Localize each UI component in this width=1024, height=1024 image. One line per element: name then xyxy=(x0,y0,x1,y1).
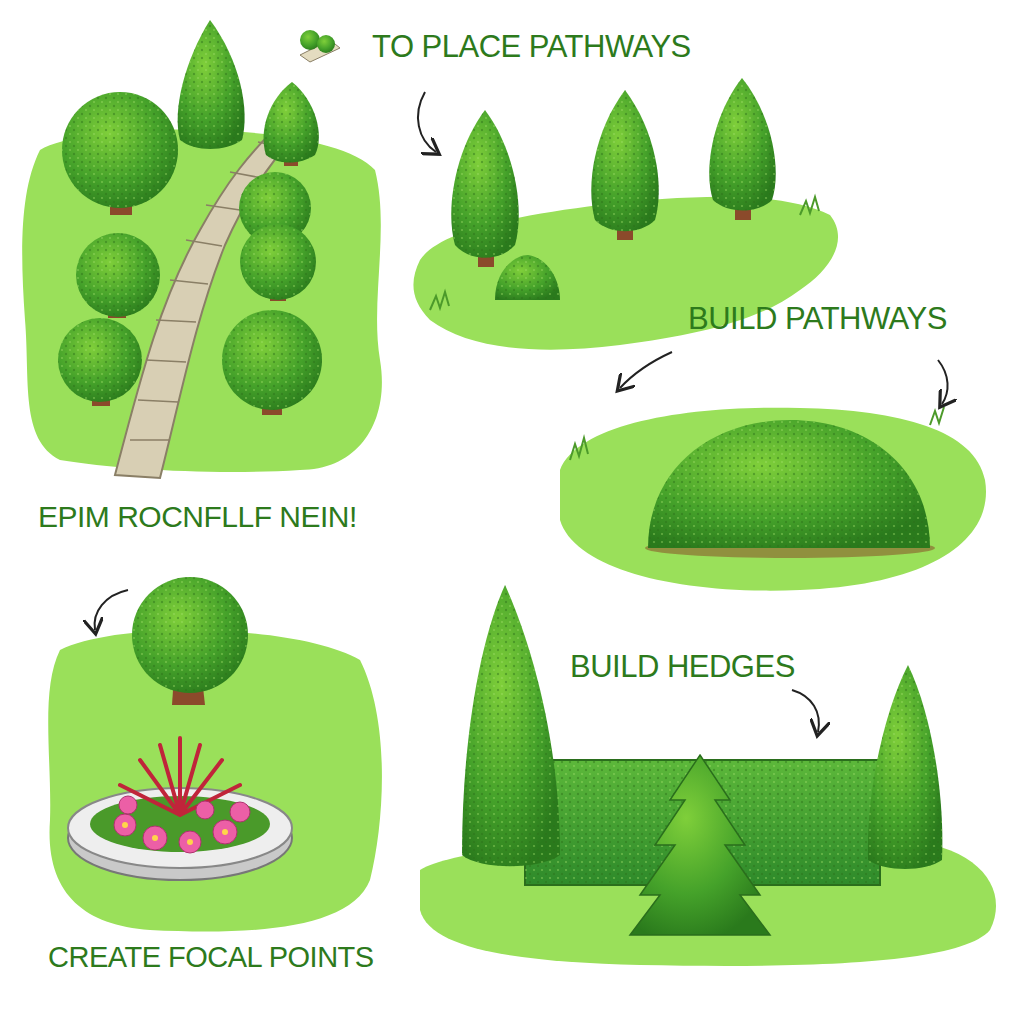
pathway-panel xyxy=(22,20,382,478)
cone-tree-panel-part xyxy=(451,110,519,258)
cone-tree-panel-part xyxy=(495,255,560,300)
focal-point-panel-part-part xyxy=(122,822,128,828)
pathway-panel-part-part xyxy=(58,318,142,402)
focal-point-panel-part-part xyxy=(222,829,228,835)
leader-arrow-part xyxy=(938,360,948,404)
panel-label: CREATE FOCAL POINTS xyxy=(48,942,374,974)
focal-point-panel-part xyxy=(132,577,248,693)
hedge-panel-part xyxy=(868,665,943,869)
pathway-panel-part xyxy=(317,35,335,53)
leader-arrow xyxy=(95,92,948,732)
hedge-panel-part xyxy=(462,585,560,866)
pathway-panel-part-part xyxy=(76,233,160,317)
focal-point-panel-part-part xyxy=(213,820,237,844)
focal-point-panel-part xyxy=(132,577,248,693)
cone-tree-panel-part xyxy=(591,90,659,231)
focal-point-panel-part-part xyxy=(114,814,136,836)
dome-shrub-panel-part xyxy=(648,420,930,548)
leader-arrow-part xyxy=(95,590,128,630)
leader-arrow-part xyxy=(418,92,436,152)
cone-tree-panel-part xyxy=(591,90,659,231)
pathway-panel-part-part xyxy=(178,20,245,149)
pathway-panel-part-part xyxy=(76,233,160,317)
pathway-panel-part-part xyxy=(62,92,178,208)
hedge-panel xyxy=(420,585,996,966)
focal-point-panel-part-part xyxy=(179,831,201,853)
focal-point-panel-part-part xyxy=(187,839,193,845)
pathway-panel-part-part xyxy=(178,20,245,149)
hedge-panel-part xyxy=(630,755,770,935)
hedge-panel-part xyxy=(462,585,560,866)
focal-point-panel-part-part xyxy=(196,801,214,819)
focal-point-panel-part xyxy=(114,796,250,853)
focal-point-panel-part-part xyxy=(152,835,158,841)
focal-point-panel-part xyxy=(122,822,228,845)
pathway-panel-part-part xyxy=(222,310,322,410)
cone-tree-panel-part xyxy=(709,78,776,211)
panel-label: BUILD HEDGES xyxy=(570,650,795,684)
panel-label: EPIM ROCNFLLF NEIN! xyxy=(38,500,357,533)
pathway-panel-part-part xyxy=(240,224,316,300)
focal-point-panel-part-part xyxy=(230,802,250,822)
dome-shrub-panel-part xyxy=(648,420,930,548)
pathway-panel-part-part xyxy=(264,82,319,163)
pathway-panel-part-part xyxy=(58,318,142,402)
cone-tree-panel-part xyxy=(495,255,560,300)
leader-arrow-part xyxy=(620,352,672,388)
leader-arrow-part xyxy=(792,690,819,732)
pathway-panel-part-part xyxy=(264,82,319,163)
panel-label: BUILD PATHWAYS xyxy=(688,302,947,336)
pathway-panel-part xyxy=(58,20,322,415)
panel-label: TO PLACE PATHWAYS xyxy=(372,30,691,64)
dome-shrub-panel xyxy=(560,407,986,591)
hedge-panel-part xyxy=(868,665,943,869)
focal-point-panel xyxy=(48,577,382,932)
pathway-panel-part-part xyxy=(62,92,178,208)
pathway-panel-part xyxy=(300,30,320,50)
pathway-panel-part-part xyxy=(222,310,322,410)
cone-tree-panel-part xyxy=(709,78,776,211)
pathway-panel-part-part xyxy=(240,224,316,300)
cone-tree-panel-part xyxy=(451,110,519,258)
focal-point-panel-part xyxy=(120,738,240,815)
dome-shrub-panel-part xyxy=(560,408,986,591)
focal-point-panel-part-part xyxy=(119,796,137,814)
focal-point-panel-part-part xyxy=(143,826,167,850)
